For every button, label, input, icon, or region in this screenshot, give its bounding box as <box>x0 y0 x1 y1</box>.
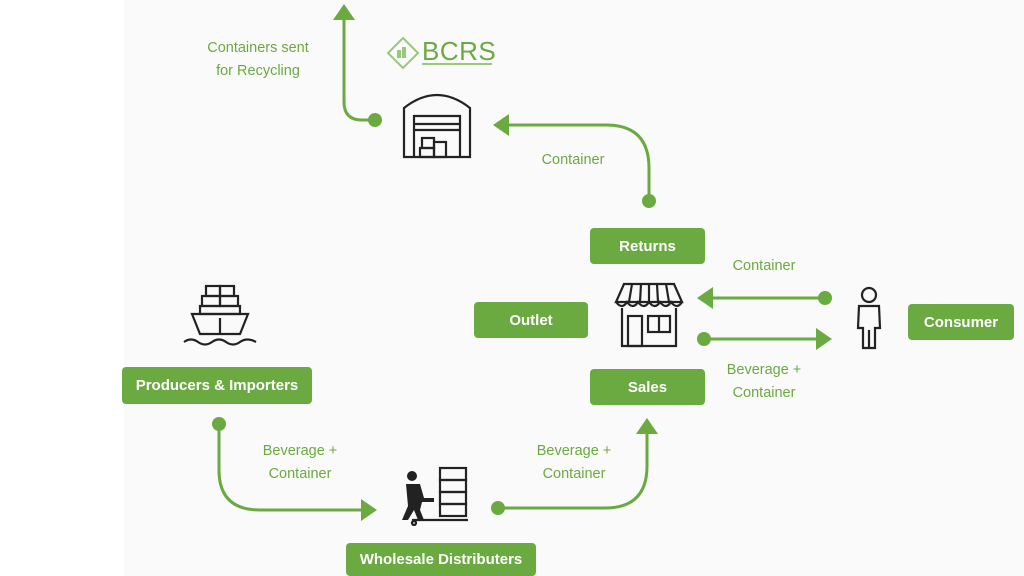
node-consumer: Consumer <box>908 304 1014 340</box>
node-returns: Returns <box>590 228 705 264</box>
person-icon <box>856 286 882 350</box>
logo-subtitle-line <box>422 63 492 65</box>
logo-text: BCRS <box>422 36 497 66</box>
diagram-background <box>124 0 1024 576</box>
label-recycling-line1: Containers sent <box>207 40 309 56</box>
label-returns-to-warehouse: Container <box>541 152 605 168</box>
shop-icon <box>614 282 684 348</box>
node-producers-importers: Producers & Importers <box>122 367 312 404</box>
warehouse-icon <box>402 94 472 159</box>
label-outlet-to-consumer-line1: Beverage + <box>726 362 802 378</box>
label-wholesale-to-sales-line1: Beverage + <box>536 443 612 459</box>
node-wholesale-distributers: Wholesale Distributers <box>346 543 536 576</box>
label-recycling: Containers sent for Recycling <box>196 37 320 83</box>
arrow-producers-to-wholesale <box>217 422 364 512</box>
bcrs-logo-icon <box>386 36 420 70</box>
label-recycling-line2: for Recycling <box>216 63 300 79</box>
label-wholesale-to-sales: Beverage + Container <box>526 440 622 486</box>
label-producers-to-wholesale-line2: Container <box>268 466 332 482</box>
label-producers-to-wholesale: Beverage + Container <box>252 440 348 486</box>
label-wholesale-to-sales-line2: Container <box>542 466 606 482</box>
cargo-ship-icon <box>183 284 257 346</box>
arrow-wholesale-to-sales <box>496 430 649 510</box>
bcrs-logo: BCRS <box>386 36 496 70</box>
label-outlet-to-consumer: Beverage + Container <box>716 359 812 405</box>
node-outlet: Outlet <box>474 302 588 338</box>
label-outlet-to-consumer-line2: Container <box>732 385 796 401</box>
arrow-recycling <box>342 16 377 122</box>
node-sales: Sales <box>590 369 705 405</box>
arrow-returns-to-warehouse <box>506 123 651 203</box>
pallet-worker-icon <box>402 466 468 526</box>
label-producers-to-wholesale-line1: Beverage + <box>262 443 338 459</box>
label-consumer-to-outlet: Container <box>732 258 796 274</box>
